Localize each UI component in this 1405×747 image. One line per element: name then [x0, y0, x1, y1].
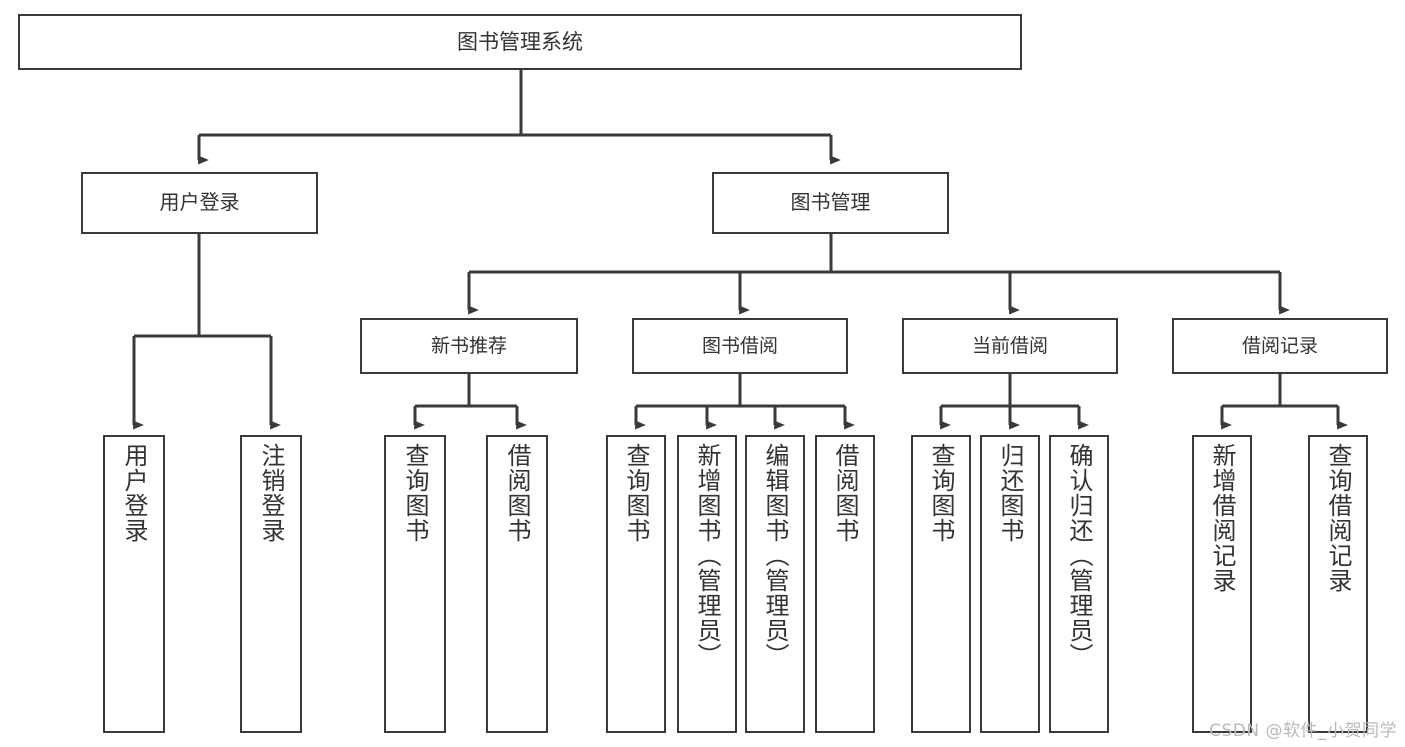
node-label: 图书借阅	[701, 334, 778, 357]
node-label: 查询借阅记录	[1324, 443, 1352, 593]
node-label: 查询图书	[927, 443, 955, 543]
leaf-borrow-book-borrow[interactable]: 借阅图书	[815, 435, 875, 733]
node-label: 编辑图书（管理员）	[761, 443, 789, 668]
node-label: 用户登录	[159, 190, 240, 215]
node-user-login[interactable]: 用户登录	[81, 172, 318, 234]
leaf-query-book-current[interactable]: 查询图书	[911, 435, 971, 733]
leaf-query-book-borrow[interactable]: 查询图书	[606, 435, 666, 733]
node-label: 归还图书	[996, 443, 1024, 543]
leaf-confirm-return[interactable]: 确认归还（管理员）	[1049, 435, 1109, 733]
leaf-add-book[interactable]: 新增图书（管理员）	[677, 435, 737, 733]
leaf-query-borrow-record[interactable]: 查询借阅记录	[1308, 435, 1368, 733]
node-book-borrow[interactable]: 图书借阅	[632, 318, 848, 374]
node-label: 当前借阅	[971, 334, 1048, 357]
node-label: 新增借阅记录	[1208, 443, 1236, 593]
node-label: 查询图书	[401, 443, 429, 543]
node-label: 借阅图书	[503, 443, 531, 543]
node-label: 确认归还（管理员）	[1065, 443, 1093, 668]
node-current-borrow[interactable]: 当前借阅	[902, 318, 1118, 374]
node-root-system[interactable]: 图书管理系统	[18, 14, 1022, 70]
leaf-edit-book[interactable]: 编辑图书（管理员）	[745, 435, 805, 733]
node-book-manage[interactable]: 图书管理	[712, 172, 949, 234]
node-label: 图书管理系统	[457, 29, 583, 54]
node-label: 借阅图书	[831, 443, 859, 543]
node-new-book-recommend[interactable]: 新书推荐	[360, 318, 578, 374]
node-label: 图书管理	[790, 190, 871, 215]
leaf-logout-login[interactable]: 注销登录	[240, 435, 302, 733]
node-borrow-record[interactable]: 借阅记录	[1172, 318, 1388, 374]
node-label: 注销登录	[257, 443, 285, 543]
node-label: 用户登录	[120, 443, 148, 543]
leaf-query-book-recommend[interactable]: 查询图书	[384, 435, 446, 733]
node-label: 新书推荐	[430, 334, 507, 357]
leaf-return-book[interactable]: 归还图书	[980, 435, 1040, 733]
node-label: 新增图书（管理员）	[693, 443, 721, 668]
leaf-borrow-book-recommend[interactable]: 借阅图书	[486, 435, 548, 733]
leaf-add-borrow-record[interactable]: 新增借阅记录	[1192, 435, 1252, 733]
node-label: 查询图书	[622, 443, 650, 543]
leaf-user-login[interactable]: 用户登录	[103, 435, 165, 733]
node-label: 借阅记录	[1241, 334, 1318, 357]
